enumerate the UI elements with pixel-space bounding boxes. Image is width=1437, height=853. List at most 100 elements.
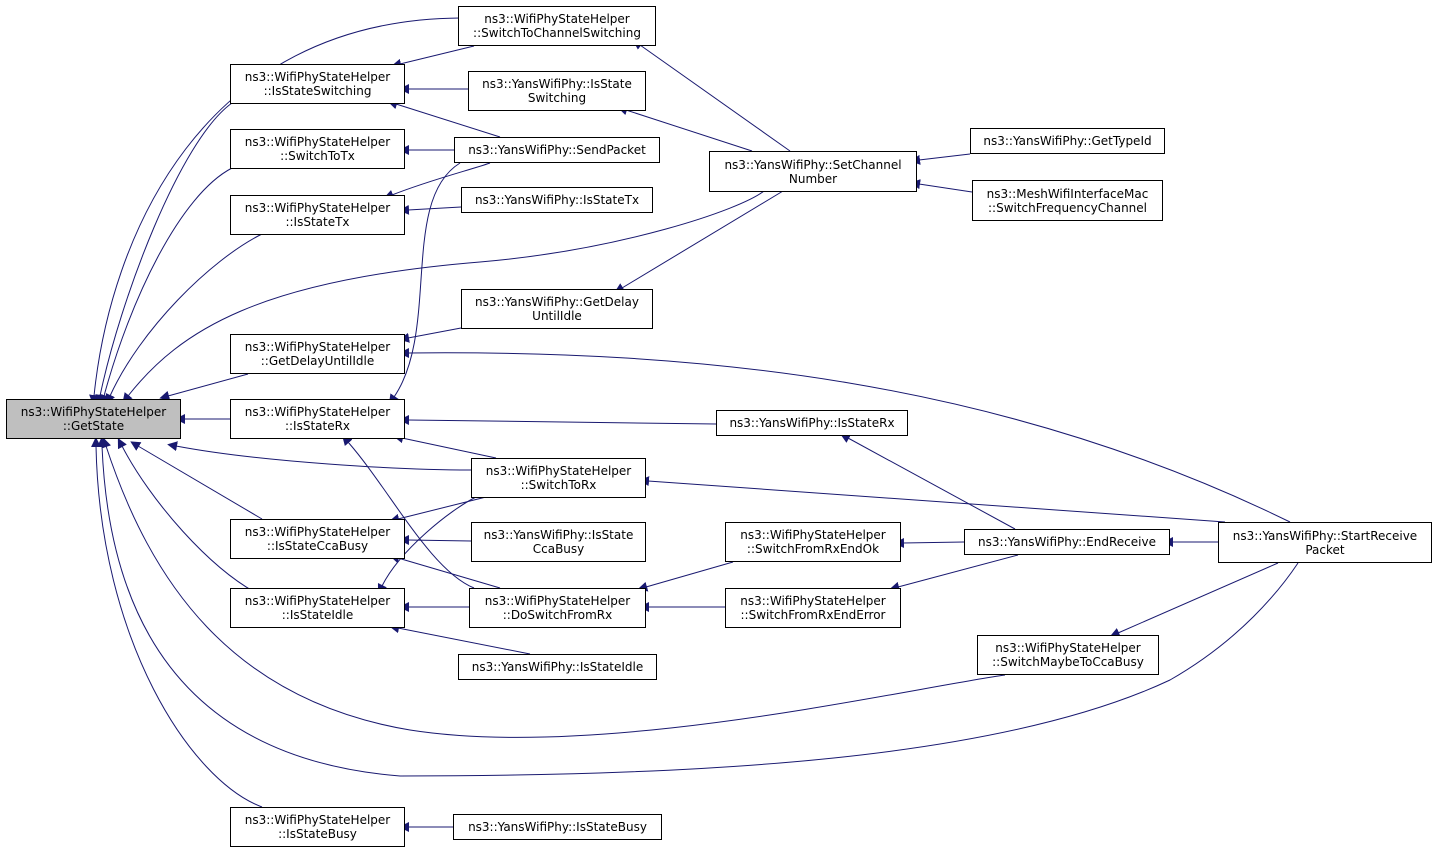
node-switchtochannelswitching-line2: ::SwitchToChannelSwitching: [473, 26, 641, 40]
node-isstateswitching-line2: ::IsStateSwitching: [263, 84, 372, 98]
edge-getstate-switchtorx: [167, 441, 472, 471]
node-isstateccabusy-line1: ns3::WifiPhyStateHelper: [244, 525, 391, 539]
edge-isstaterx-doswitchfromrx: [342, 435, 475, 589]
edge-getstate-isstateswitching: [95, 102, 233, 405]
node-yans-getdelayuntilidle[interactable]: ns3::YansWifiPhy::GetDelay UntilIdle: [461, 289, 653, 329]
edge-yans-setchannelnumber-mesh-switchfrequencychannel: [910, 179, 973, 193]
edge-doswitchfromrx-switchfromrxendok: [637, 561, 734, 592]
node-doswitchfromrx-line2: ::DoSwitchFromRx: [502, 608, 613, 622]
edge-isstatetx-yans-isstatetx: [399, 204, 462, 215]
node-switchtochannelswitching[interactable]: ns3::WifiPhyStateHelper ::SwitchToChanne…: [458, 6, 656, 46]
node-switchmaybetoccabusy[interactable]: ns3::WifiPhyStateHelper ::SwitchMaybeToC…: [977, 635, 1159, 675]
node-yans-isstatetx-line1: ns3::YansWifiPhy::IsStateTx: [474, 193, 640, 207]
edge-getdelayuntilidle-yans-getdelayuntilidle: [399, 327, 462, 343]
node-getdelayuntilidle-line2: ::GetDelayUntilIdle: [260, 354, 375, 368]
edge-getstate-switchtochannelswitching: [89, 17, 461, 405]
edge-isstaterx-yans-isstaterx: [399, 415, 717, 426]
node-isstatebusy-line2: ::IsStateBusy: [278, 827, 357, 841]
node-yans-gettypeid[interactable]: ns3::YansWifiPhy::GetTypeId: [970, 128, 1165, 154]
node-mesh-switchfrequencychannel-line2: ::SwitchFrequencyChannel: [987, 200, 1148, 215]
node-yans-isstatetx[interactable]: ns3::YansWifiPhy::IsStateTx: [461, 187, 653, 213]
node-switchfromrxendok[interactable]: ns3::WifiPhyStateHelper ::SwitchFromRxEn…: [725, 522, 901, 562]
edge-isstateccabusy-doswitchfromrx: [389, 553, 501, 589]
node-yans-setchannelnumber-line1: ns3::YansWifiPhy::SetChannel: [724, 157, 902, 172]
edge-getstate-switchmaybetoccabusy: [101, 437, 1006, 738]
node-mesh-switchfrequencychannel[interactable]: ns3::MeshWifiInterfaceMac ::SwitchFreque…: [972, 180, 1163, 221]
node-yans-startreceivepacket[interactable]: ns3::YansWifiPhy::StartReceive Packet: [1218, 522, 1432, 563]
node-getdelayuntilidle[interactable]: ns3::WifiPhyStateHelper ::GetDelayUntilI…: [230, 334, 405, 374]
edge-yans-isstateswitching-yans-setchannelnumber: [617, 105, 753, 152]
node-switchfromrxenderror-line1: ns3::WifiPhyStateHelper: [740, 594, 886, 608]
node-mesh-switchfrequencychannel-line1: ns3::MeshWifiInterfaceMac: [986, 186, 1149, 201]
node-isstatetx-line2: ::IsStateTx: [285, 215, 350, 229]
node-yans-isstateswitching[interactable]: ns3::YansWifiPhy::IsState Switching: [468, 71, 646, 111]
node-yans-isstateswitching-line2: Switching: [527, 91, 587, 105]
edge-isstateidle-yans-isstateidle: [389, 623, 531, 655]
edge-switchtochannelswitching-yans-setchannelnumber: [632, 39, 791, 152]
node-yans-setchannelnumber[interactable]: ns3::YansWifiPhy::SetChannel Number: [709, 151, 917, 192]
node-getdelayuntilidle-line1: ns3::WifiPhyStateHelper: [244, 340, 391, 354]
node-isstaterx-line2: ::IsStateRx: [284, 419, 351, 433]
node-doswitchfromrx[interactable]: ns3::WifiPhyStateHelper ::DoSwitchFromRx: [469, 588, 646, 628]
node-switchfromrxendok-line1: ns3::WifiPhyStateHelper: [740, 528, 886, 542]
node-yans-isstaterx[interactable]: ns3::YansWifiPhy::IsStateRx: [716, 410, 908, 436]
node-yans-sendpacket[interactable]: ns3::YansWifiPhy::SendPacket: [454, 137, 660, 163]
edge-isstateccabusy-switchtorx: [389, 496, 487, 524]
edge-switchmaybetoccabusy-yans-startreceivepacket: [1109, 562, 1279, 638]
edge-getstate-yans-setchannelnumber: [122, 190, 765, 404]
node-yans-startreceivepacket-line2: Packet: [1305, 542, 1345, 557]
edge-isstateidle-switchtorx: [377, 496, 477, 595]
edge-getstate-isstateidle: [117, 438, 263, 597]
node-switchfromrxendok-line2: ::SwitchFromRxEndOk: [746, 542, 880, 556]
node-getstate-line1: ns3::WifiPhyStateHelper: [20, 405, 167, 419]
node-yans-gettypeid-line1: ns3::YansWifiPhy::GetTypeId: [983, 134, 1152, 148]
node-isstatebusy[interactable]: ns3::WifiPhyStateHelper ::IsStateBusy: [230, 807, 405, 847]
node-getstate-line2: ::GetState: [62, 419, 125, 433]
edge-getstate-switchtotx: [99, 167, 233, 405]
node-isstatetx[interactable]: ns3::WifiPhyStateHelper ::IsStateTx: [230, 195, 405, 235]
node-yans-isstateswitching-line1: ns3::YansWifiPhy::IsState: [482, 77, 632, 91]
node-yans-endreceive[interactable]: ns3::YansWifiPhy::EndReceive: [964, 529, 1170, 555]
node-switchtorx-line1: ns3::WifiPhyStateHelper: [485, 464, 632, 478]
node-yans-isstateidle[interactable]: ns3::YansWifiPhy::IsStateIdle: [458, 654, 657, 680]
node-yans-startreceivepacket-line1: ns3::YansWifiPhy::StartReceive: [1232, 528, 1418, 543]
node-isstaterx-line1: ns3::WifiPhyStateHelper: [244, 405, 391, 419]
node-switchfromrxenderror[interactable]: ns3::WifiPhyStateHelper ::SwitchFromRxEn…: [725, 588, 901, 628]
edge-switchfromrxendok-yans-endreceive: [894, 537, 965, 548]
node-yans-isstatebusy[interactable]: ns3::YansWifiPhy::IsStateBusy: [453, 814, 662, 840]
node-yans-isstateidle-line1: ns3::YansWifiPhy::IsStateIdle: [471, 660, 644, 674]
node-yans-endreceive-line1: ns3::YansWifiPhy::EndReceive: [978, 535, 1156, 549]
edge-getstate-yans-startreceivepacket: [97, 437, 1299, 777]
node-isstatebusy-line1: ns3::WifiPhyStateHelper: [244, 813, 391, 827]
edge-isstaterx-switchtorx: [393, 433, 497, 459]
node-switchtorx[interactable]: ns3::WifiPhyStateHelper ::SwitchToRx: [471, 458, 646, 498]
node-switchtotx-line2: ::SwitchToTx: [280, 149, 355, 163]
node-yans-isstateccabusy-line2: CcaBusy: [532, 542, 585, 556]
node-yans-isstateccabusy[interactable]: ns3::YansWifiPhy::IsState CcaBusy: [471, 522, 646, 562]
node-yans-getdelayuntilidle-line1: ns3::YansWifiPhy::GetDelay: [475, 295, 639, 309]
edge-isstateswitching-yans-sendpacket: [387, 99, 501, 138]
node-switchtotx[interactable]: ns3::WifiPhyStateHelper ::SwitchToTx: [230, 129, 405, 169]
node-isstaterx[interactable]: ns3::WifiPhyStateHelper ::IsStateRx: [230, 399, 405, 439]
node-yans-getdelayuntilidle-line2: UntilIdle: [532, 309, 582, 323]
node-yans-isstaterx-line1: ns3::YansWifiPhy::IsStateRx: [729, 416, 895, 430]
node-isstateccabusy-line2: ::IsStateCcaBusy: [266, 539, 369, 553]
edge-switchtorx-yans-startreceivepacket: [639, 476, 1226, 523]
edge-yans-setchannelnumber-yans-gettypeid: [910, 153, 971, 165]
edge-getstate-isstatetx: [105, 233, 263, 405]
edge-getstate-getdelayuntilidle: [159, 373, 249, 401]
edge-getstate-isstateccabusy: [130, 441, 263, 520]
node-switchmaybetoccabusy-line1: ns3::WifiPhyStateHelper: [995, 641, 1141, 655]
node-isstatetx-line1: ns3::WifiPhyStateHelper: [244, 201, 391, 215]
node-isstateidle[interactable]: ns3::WifiPhyStateHelper ::IsStateIdle: [230, 588, 405, 628]
node-isstateccabusy[interactable]: ns3::WifiPhyStateHelper ::IsStateCcaBusy: [230, 519, 405, 559]
edge-isstaterx-yans-sendpacket: [388, 162, 461, 405]
node-isstateswitching[interactable]: ns3::WifiPhyStateHelper ::IsStateSwitchi…: [230, 64, 405, 104]
node-yans-isstatebusy-line1: ns3::YansWifiPhy::IsStateBusy: [468, 820, 647, 834]
node-isstateidle-line2: ::IsStateIdle: [281, 608, 354, 622]
edge-getstate-isstatebusy: [91, 437, 263, 808]
node-yans-isstateccabusy-line1: ns3::YansWifiPhy::IsState: [483, 528, 634, 542]
edge-isstateswitching-switchtochannelswitching: [391, 45, 475, 69]
